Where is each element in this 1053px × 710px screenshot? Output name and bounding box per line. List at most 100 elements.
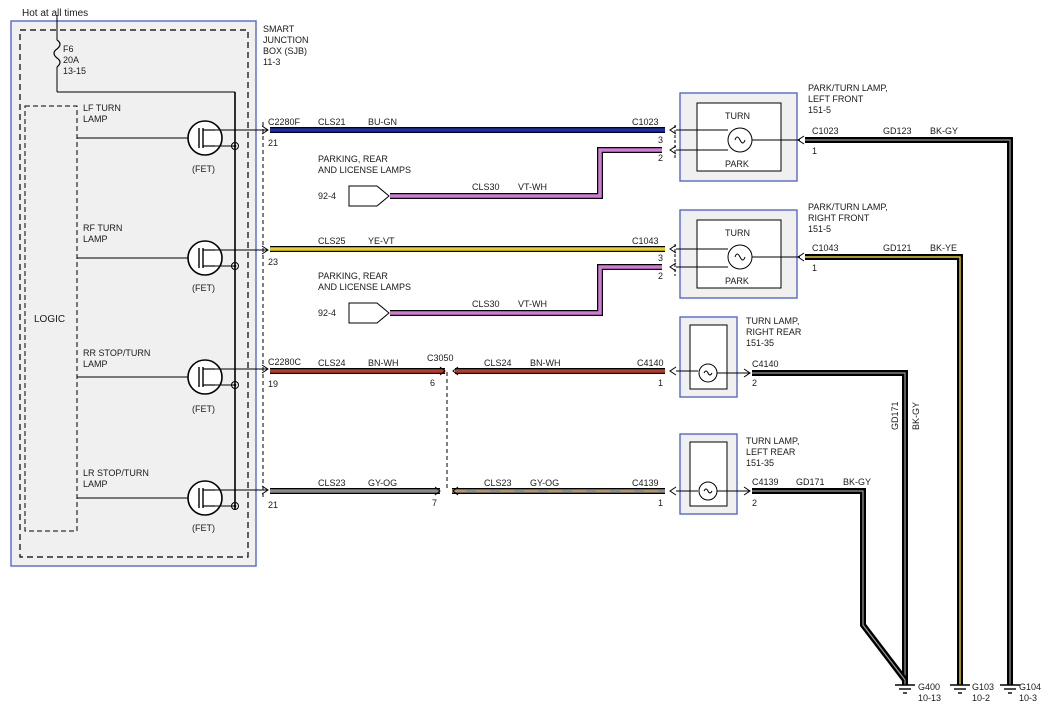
cls30-circuit-rf: CLS30 (472, 299, 500, 309)
rf-pin-park: 2 (658, 271, 663, 281)
cls25-color: YE-VT (368, 236, 395, 246)
cls24-color-b: BN-WH (530, 358, 561, 368)
cls23-circuit-b: CLS23 (484, 478, 512, 488)
rr-lamp-title-2: RIGHT REAR (746, 327, 802, 337)
c1023-label-out: C1023 (812, 126, 839, 136)
connector-c2280f: C2280F (268, 117, 301, 127)
gd171-circuit: GD171 (796, 477, 825, 487)
rf-lamp-title-2: RIGHT FRONT (808, 213, 870, 223)
rf-park-label: PARK (725, 276, 749, 286)
c3050-pin-b: 7 (432, 498, 437, 508)
lr-lamp-title-1: TURN LAMP, (746, 436, 799, 446)
ground-icon (950, 684, 970, 694)
rf-output-label-1: RF TURN (83, 223, 122, 233)
c1043-label-in: C1043 (632, 236, 659, 246)
rf-pin-gnd: 1 (812, 263, 817, 273)
fet-label-rr: (FET) (192, 404, 215, 414)
logic-label: LOGIC (34, 314, 65, 325)
parking-ref-rf: 92-4 (318, 308, 336, 318)
cls30-color-rf: VT-WH (518, 299, 547, 309)
lr-lamp-ref: 151-35 (746, 458, 774, 468)
lf-lamp-ref: 151-5 (808, 105, 831, 115)
c3050-label: C3050 (427, 353, 454, 363)
lf-pin-turn: 3 (658, 135, 663, 145)
rf-turn-label: TURN (725, 228, 750, 238)
c4139-label-in: C4139 (632, 478, 659, 488)
gd123-color: BK-GY (930, 126, 958, 136)
cls23-circuit-a: CLS23 (318, 478, 346, 488)
lf-output-label-1: LF TURN (83, 103, 121, 113)
sjb-title-2: JUNCTION (263, 35, 309, 45)
gd171-circuit-vertical: GD171 (890, 401, 900, 430)
gd121-circuit: GD121 (883, 243, 912, 253)
logic-box (24, 105, 78, 532)
wire-gd121 (805, 254, 963, 685)
cls23-color-b: GY-OG (530, 478, 559, 488)
fuse-ref: 13-15 (63, 66, 86, 76)
c3050-pin-a: 6 (430, 378, 435, 388)
parking-ref-connector-lf (348, 185, 390, 207)
parking-label-1-rf: PARKING, REAR (318, 271, 388, 281)
rf-output-label-2: LAMP (83, 234, 108, 244)
hot-label: Hot at all times (22, 8, 88, 19)
rr-lamp-title-1: TURN LAMP, (746, 316, 799, 326)
fet-lf (77, 120, 239, 156)
fet-label-rf: (FET) (192, 283, 215, 293)
sjb-title-3: BOX (SJB) (263, 46, 307, 56)
lf-lamp-title-2: LEFT FRONT (808, 94, 864, 104)
gd123-circuit: GD123 (883, 126, 912, 136)
rr-output-label-2: LAMP (83, 359, 108, 369)
wire-cls30-rf (390, 264, 662, 316)
rr-lamp-ref: 151-35 (746, 338, 774, 348)
gd121-color: BK-YE (930, 243, 957, 253)
cls23-color-a: GY-OG (368, 478, 397, 488)
g104-ref: 10-3 (1019, 693, 1037, 703)
lamp-rf (676, 209, 800, 299)
gd171-color: BK-GY (843, 477, 871, 487)
cls21-color: BU-GN (368, 117, 397, 127)
cls24-circuit-b: CLS24 (484, 358, 512, 368)
sjb-title-1: SMART (263, 24, 295, 34)
cls30-color-lf: VT-WH (518, 182, 547, 192)
c4140-label-in: C4140 (637, 358, 664, 368)
g400-label: G400 (918, 682, 940, 692)
lf-turn-label: TURN (725, 111, 750, 121)
rf-pin-turn: 3 (658, 253, 663, 263)
rr-pin-in: 1 (658, 378, 663, 388)
cls21-circuit: CLS21 (318, 117, 346, 127)
fuse-id: F6 (63, 44, 74, 54)
wire-cls30-lf (390, 147, 662, 199)
g103-ref: 10-2 (972, 693, 990, 703)
sjb-ref: 11-3 (263, 57, 280, 67)
pin-lf: 21 (268, 138, 278, 148)
wire-gd171-rr (752, 370, 908, 685)
sjb-box (10, 20, 257, 567)
rr-pin-gnd: 2 (752, 378, 757, 388)
c1043-label-out: C1043 (812, 243, 839, 253)
cls25-circuit: CLS25 (318, 236, 346, 246)
parking-label-2-rf: AND LICENSE LAMPS (318, 282, 411, 292)
lf-park-label: PARK (725, 159, 749, 169)
wire-gd171-lr (752, 488, 908, 682)
c4140-label-out: C4140 (752, 359, 779, 369)
lr-output-label-1: LR STOP/TURN (83, 468, 149, 478)
fuse-rating: 20A (63, 55, 79, 65)
cls30-circuit-lf: CLS30 (472, 182, 500, 192)
fet-label-lf: (FET) (192, 164, 215, 174)
lamp-rr (676, 316, 751, 398)
ground-icon (1000, 684, 1020, 694)
cls24-color-a: BN-WH (368, 358, 399, 368)
lf-pin-park: 2 (658, 153, 663, 163)
ground-icon (895, 684, 915, 694)
g400-ref: 10-13 (918, 693, 941, 703)
lf-output-label-2: LAMP (83, 114, 108, 124)
parking-ref-lf: 92-4 (318, 191, 336, 201)
lamp-lf (676, 92, 800, 182)
lamp-lr (676, 433, 751, 515)
parking-ref-connector-rf (348, 302, 390, 324)
pin-rf: 23 (268, 257, 278, 267)
c1023-label-in: C1023 (632, 117, 659, 127)
fet-label-lr: (FET) (192, 523, 215, 533)
lr-pin-in: 1 (658, 498, 663, 508)
